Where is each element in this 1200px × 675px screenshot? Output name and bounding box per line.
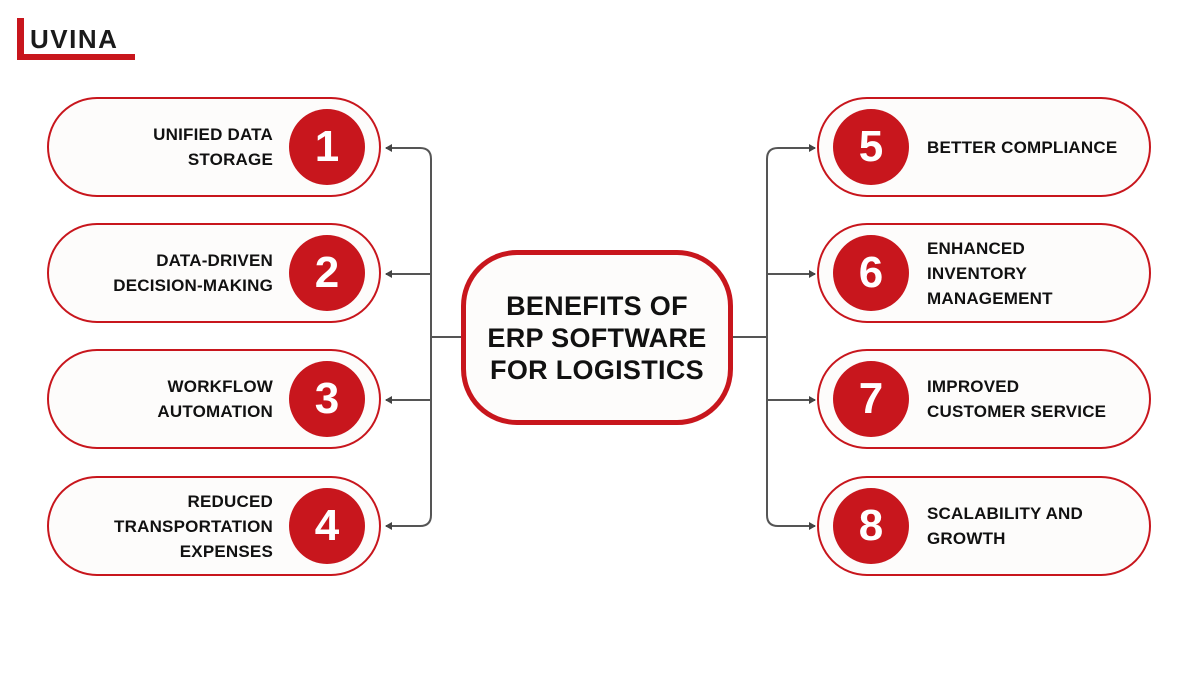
benefit-number-badge: 8 — [833, 488, 909, 564]
benefit-card-5: 5 BETTER COMPLIANCE — [817, 97, 1151, 197]
benefit-number-badge: 6 — [833, 235, 909, 311]
logo-text: UVINA — [30, 24, 119, 54]
benefit-number-badge: 5 — [833, 109, 909, 185]
luvina-logo: UVINA — [17, 18, 137, 60]
logo-underline — [17, 54, 135, 60]
logo-l-bar — [17, 18, 24, 60]
benefit-number-badge: 3 — [289, 361, 365, 437]
benefit-number-badge: 7 — [833, 361, 909, 437]
benefit-label: BETTER COMPLIANCE — [927, 137, 1118, 157]
benefit-number-badge: 4 — [289, 488, 365, 564]
benefit-number-badge: 2 — [289, 235, 365, 311]
central-title: BENEFITS OF ERP SOFTWARE FOR LOGISTICS — [487, 290, 707, 385]
central-topic: BENEFITS OF ERP SOFTWARE FOR LOGISTICS — [461, 250, 733, 425]
benefit-number-badge: 1 — [289, 109, 365, 185]
